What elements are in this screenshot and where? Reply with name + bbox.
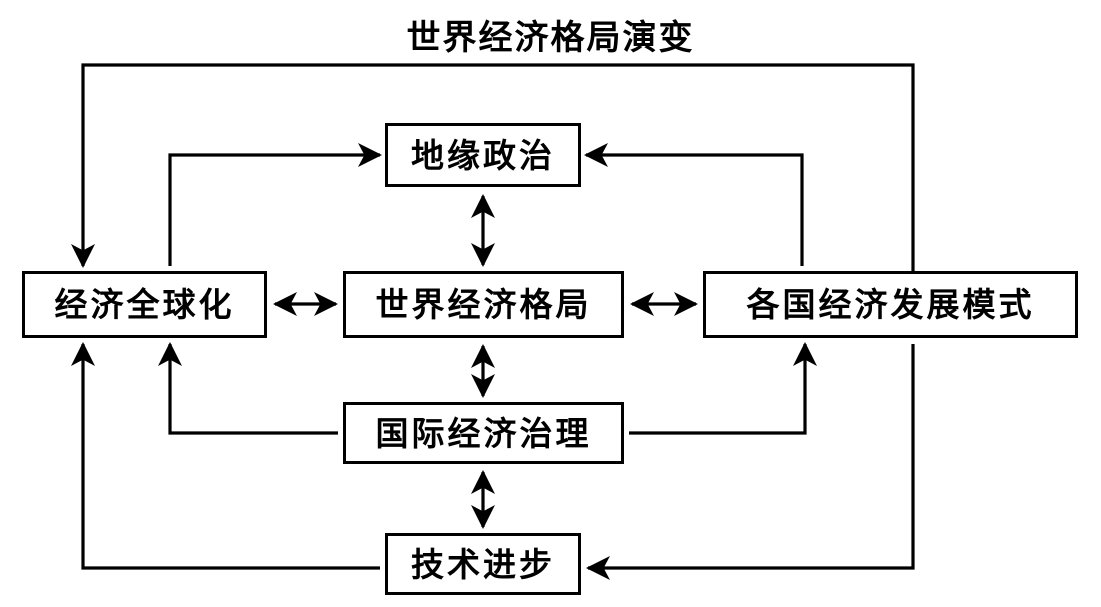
node-label-economic-globalization: 经济全球化	[54, 285, 235, 324]
node-label-national-development-models: 各国经济发展模式	[746, 285, 1035, 324]
edge-governance-models	[629, 342, 817, 435]
node-label-international-economic-governance: 国际经济治理	[375, 413, 592, 453]
edge-technology-globalization	[71, 342, 380, 570]
node-economic-globalization[interactable]: 经济全球化	[22, 271, 267, 338]
node-geopolitics[interactable]: 地缘政治	[385, 123, 581, 187]
node-technological-progress[interactable]: 技术进步	[385, 533, 581, 595]
edge-governance-globalization	[158, 342, 338, 435]
node-world-economic-structure[interactable]: 世界经济格局	[343, 271, 624, 338]
node-international-economic-governance[interactable]: 国际经济治理	[343, 402, 624, 464]
edge-globalization-geopolitics	[168, 143, 382, 266]
node-label-geopolitics: 地缘政治	[411, 135, 555, 175]
node-label-technological-progress: 技术进步	[411, 544, 555, 584]
edge-models-globalization-outer	[71, 63, 915, 271]
edge-models-geopolitics	[584, 143, 804, 266]
node-national-development-models[interactable]: 各国经济发展模式	[703, 271, 1078, 338]
page-title: 世界经济格局演变	[406, 18, 695, 58]
node-label-world-economic-structure: 世界经济格局	[375, 285, 592, 324]
edge-technology-models	[586, 344, 915, 580]
